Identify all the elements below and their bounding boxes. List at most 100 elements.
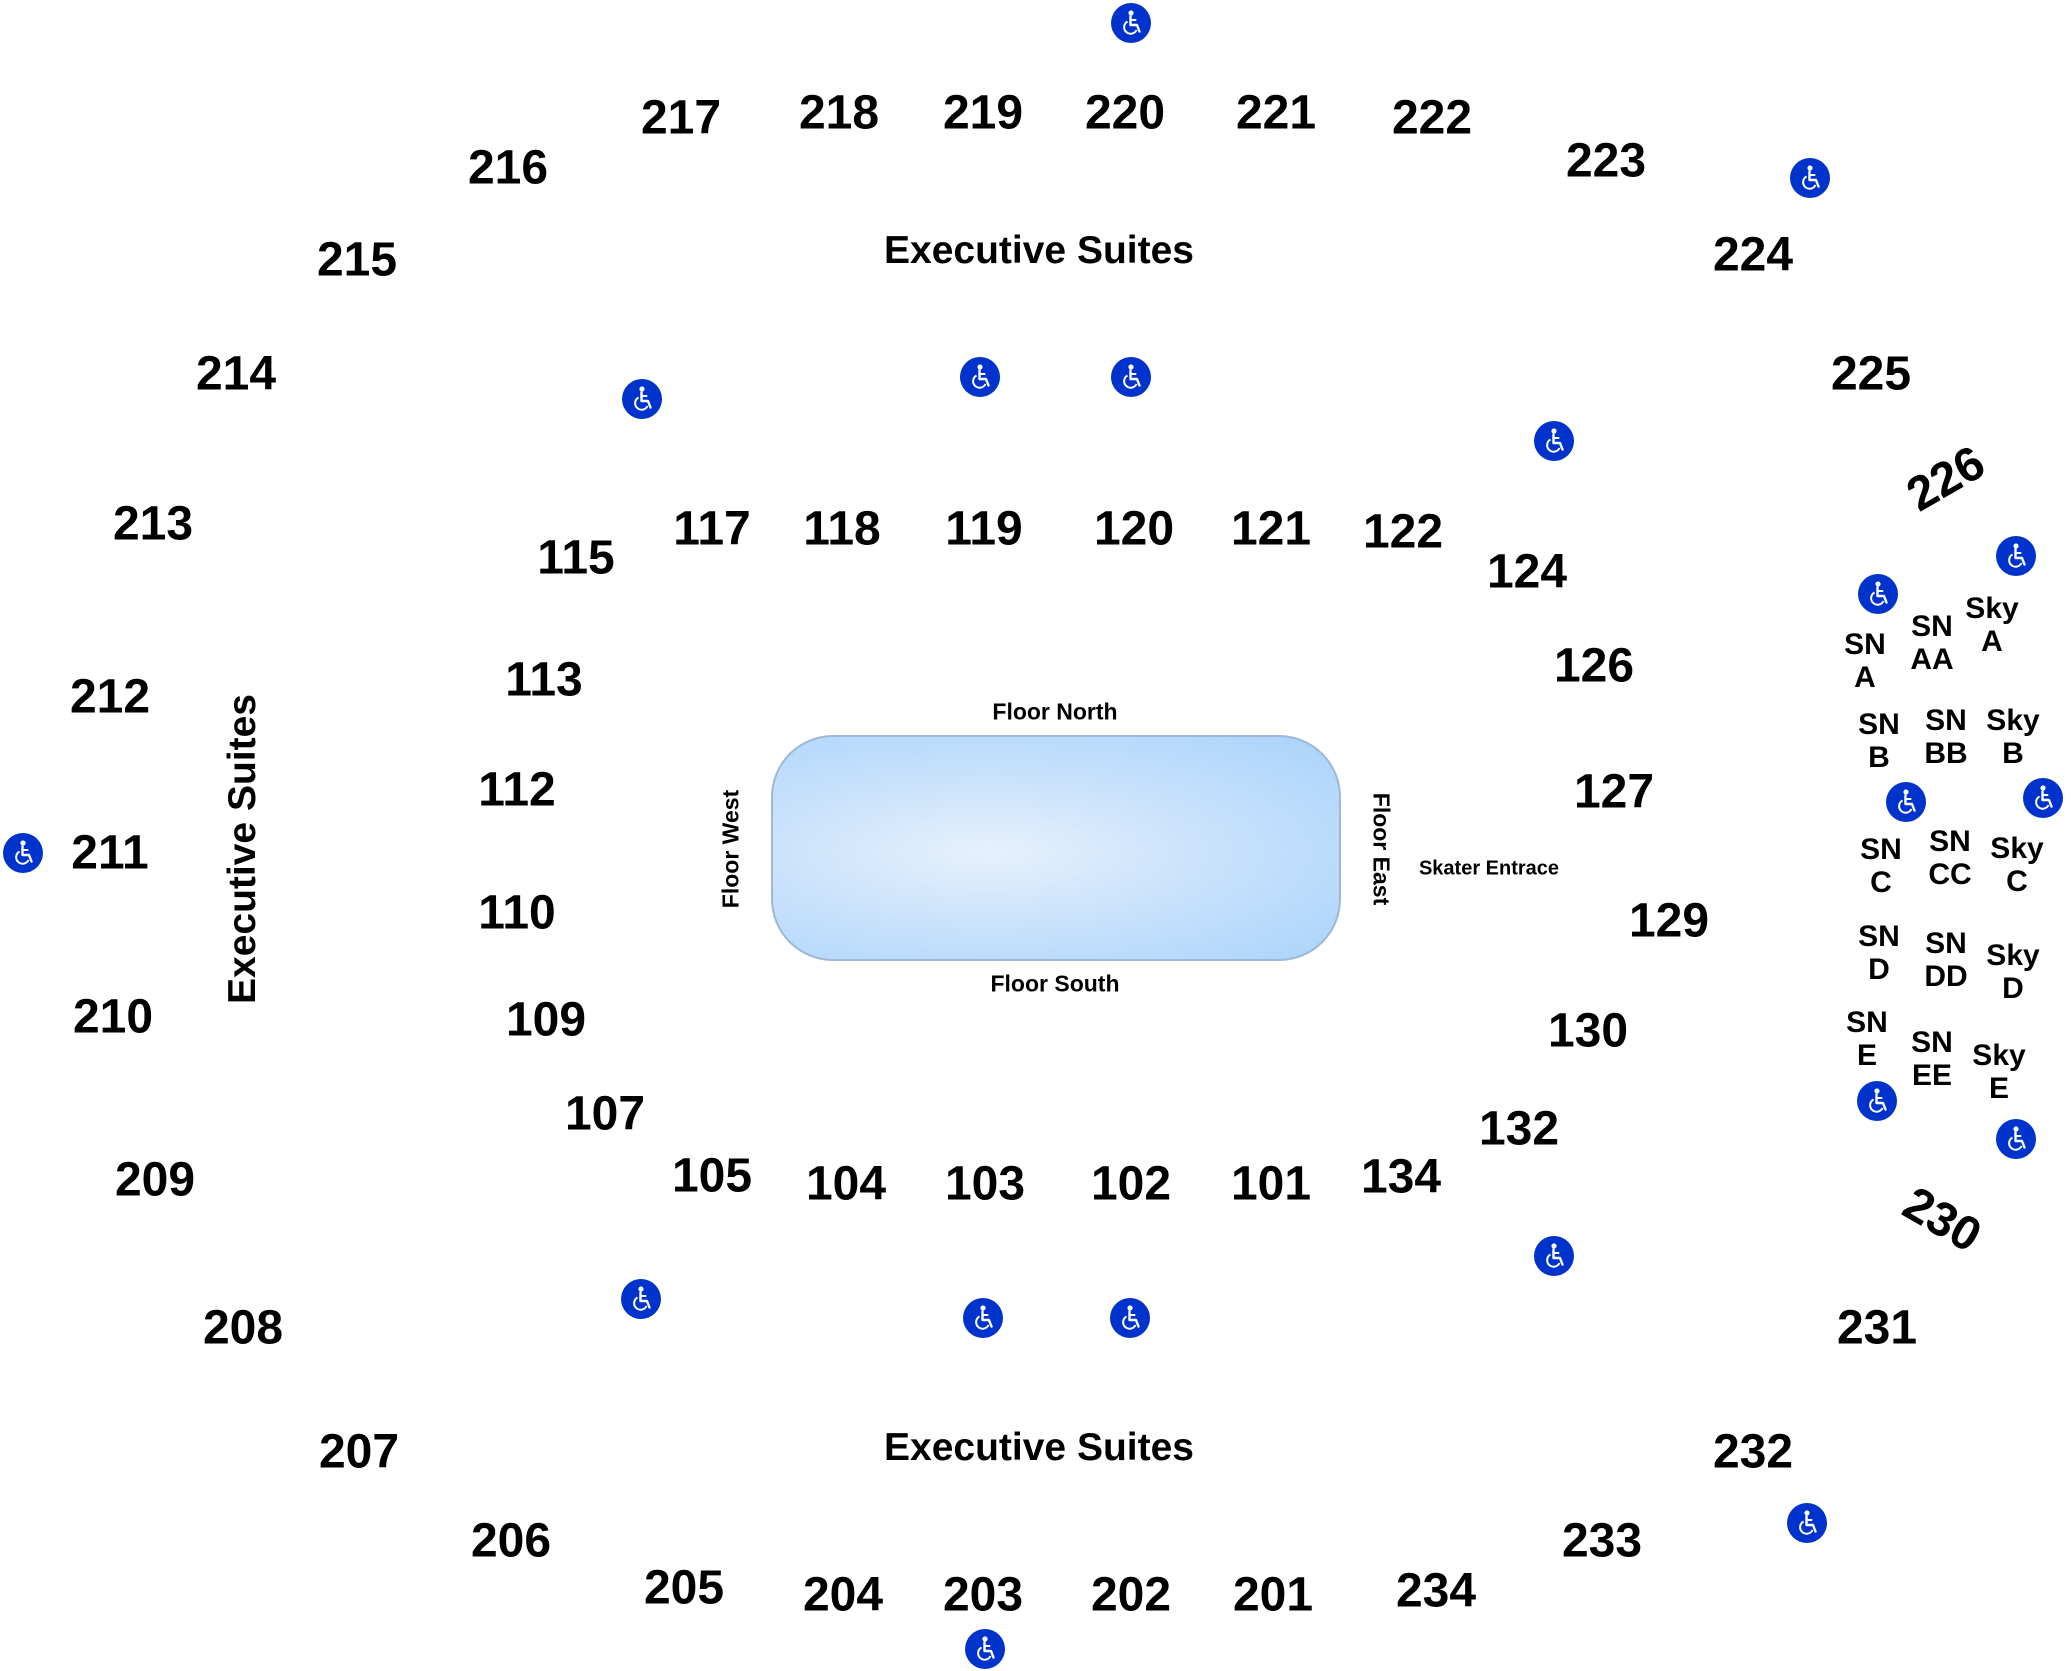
section-label[interactable]: 107 xyxy=(564,1087,646,1141)
section-label[interactable]: 201 xyxy=(1232,1568,1314,1622)
section-label[interactable]: 219 xyxy=(942,86,1024,140)
section-label[interactable]: 216 xyxy=(467,141,549,195)
wheelchair-icon-graphic xyxy=(3,833,43,873)
section-label[interactable]: 221 xyxy=(1235,86,1317,140)
section-label[interactable]: 217 xyxy=(640,91,722,145)
section-label[interactable]: 130 xyxy=(1547,1004,1629,1058)
section-label[interactable]: 104 xyxy=(805,1157,887,1211)
section-label[interactable]: 102 xyxy=(1090,1157,1172,1211)
executive-suites-top[interactable]: Executive Suites xyxy=(884,229,1194,272)
section-label[interactable]: 230 xyxy=(1894,1177,1990,1263)
wheelchair-icon xyxy=(1886,782,1926,822)
section-label[interactable]: 203 xyxy=(942,1568,1024,1622)
section-label[interactable]: 209 xyxy=(114,1153,196,1207)
wheelchair-icon-graphic xyxy=(1534,1236,1574,1276)
section-label[interactable]: 213 xyxy=(112,497,194,551)
section-label[interactable]: 110 xyxy=(478,886,556,940)
section-label[interactable]: 210 xyxy=(72,990,154,1044)
section-label[interactable]: 118 xyxy=(803,502,881,556)
wheelchair-icon xyxy=(1110,1298,1150,1338)
floor-west-label[interactable]: Floor West xyxy=(717,789,744,909)
section-label[interactable]: 119 xyxy=(945,502,1023,556)
suite-label-line1: SN xyxy=(1844,628,1886,661)
section-label[interactable]: 225 xyxy=(1830,347,1912,401)
section-label[interactable]: 115 xyxy=(537,531,615,585)
wheelchair-icon-graphic xyxy=(963,1298,1003,1338)
wheelchair-icon-graphic xyxy=(621,1279,661,1319)
section-label[interactable]: 215 xyxy=(316,233,398,287)
section-label[interactable]: 220 xyxy=(1084,86,1166,140)
ice-rink-floor[interactable] xyxy=(771,735,1341,961)
suite-label-line1: Sky xyxy=(1986,704,2040,737)
section-label[interactable]: 124 xyxy=(1486,545,1568,599)
section-label[interactable]: 126 xyxy=(1553,639,1635,693)
suite-label-line1: SN xyxy=(1858,920,1900,953)
wheelchair-icon-graphic xyxy=(1857,1081,1897,1121)
section-label[interactable]: 101 xyxy=(1230,1157,1312,1211)
suite-label-line2: BB xyxy=(1924,737,1968,770)
section-label[interactable]: 112 xyxy=(478,763,556,817)
section-label[interactable]: 224 xyxy=(1712,228,1794,282)
section-label[interactable]: 207 xyxy=(318,1425,400,1479)
section-label[interactable]: 226 xyxy=(1898,436,1994,522)
suite-label-line2: B xyxy=(1868,741,1890,774)
section-label[interactable]: 212 xyxy=(69,670,151,724)
floor-south-label[interactable]: Floor South xyxy=(990,970,1120,997)
section-label[interactable]: 204 xyxy=(802,1568,884,1622)
section-label[interactable]: 134 xyxy=(1360,1150,1442,1204)
suite-label-line1: SN xyxy=(1911,610,1953,643)
wheelchair-icon-graphic xyxy=(960,357,1000,397)
section-label[interactable]: 218 xyxy=(798,86,880,140)
section-label[interactable]: 132 xyxy=(1478,1102,1560,1156)
section-label[interactable]: 113 xyxy=(505,653,583,707)
section-label[interactable]: 105 xyxy=(671,1149,753,1203)
wheelchair-icon-graphic xyxy=(1534,421,1574,461)
section-label[interactable]: 103 xyxy=(944,1157,1026,1211)
executive-suites-bottom[interactable]: Executive Suites xyxy=(884,1426,1194,1469)
section-label[interactable]: 206 xyxy=(470,1514,552,1568)
section-label[interactable]: 121 xyxy=(1230,502,1312,556)
suite-label-line1: SN xyxy=(1858,708,1900,741)
section-label[interactable]: 214 xyxy=(195,347,277,401)
section-label[interactable]: 208 xyxy=(202,1301,284,1355)
floor-east-label[interactable]: Floor East xyxy=(1368,792,1395,906)
section-label[interactable]: 211 xyxy=(71,826,149,880)
section-label[interactable]: 202 xyxy=(1090,1568,1172,1622)
suite-label-line1: SN xyxy=(1860,833,1902,866)
section-label[interactable]: 232 xyxy=(1712,1425,1794,1479)
suite-label-line1: SN xyxy=(1911,1026,1953,1059)
section-label[interactable]: 233 xyxy=(1561,1514,1643,1568)
section-label[interactable]: 120 xyxy=(1093,502,1175,556)
section-label[interactable]: 222 xyxy=(1391,91,1473,145)
section-label[interactable]: 127 xyxy=(1573,765,1655,819)
section-label[interactable]: 231 xyxy=(1836,1301,1918,1355)
suite-label-line2: A xyxy=(1981,625,2003,658)
section-label[interactable]: 223 xyxy=(1565,134,1647,188)
wheelchair-icon-graphic xyxy=(1996,536,2036,576)
section-label[interactable]: 122 xyxy=(1362,505,1444,559)
executive-suites-left[interactable]: Executive Suites xyxy=(221,694,264,1004)
section-label[interactable]: 205 xyxy=(643,1561,725,1615)
floor-north-label[interactable]: Floor North xyxy=(992,698,1118,725)
section-label[interactable]: 129 xyxy=(1628,894,1710,948)
suite-label-line2: E xyxy=(1856,1039,1877,1072)
section-label[interactable]: 234 xyxy=(1395,1564,1477,1618)
section-label[interactable]: 117 xyxy=(673,502,751,556)
section-label[interactable]: 109 xyxy=(505,993,587,1047)
